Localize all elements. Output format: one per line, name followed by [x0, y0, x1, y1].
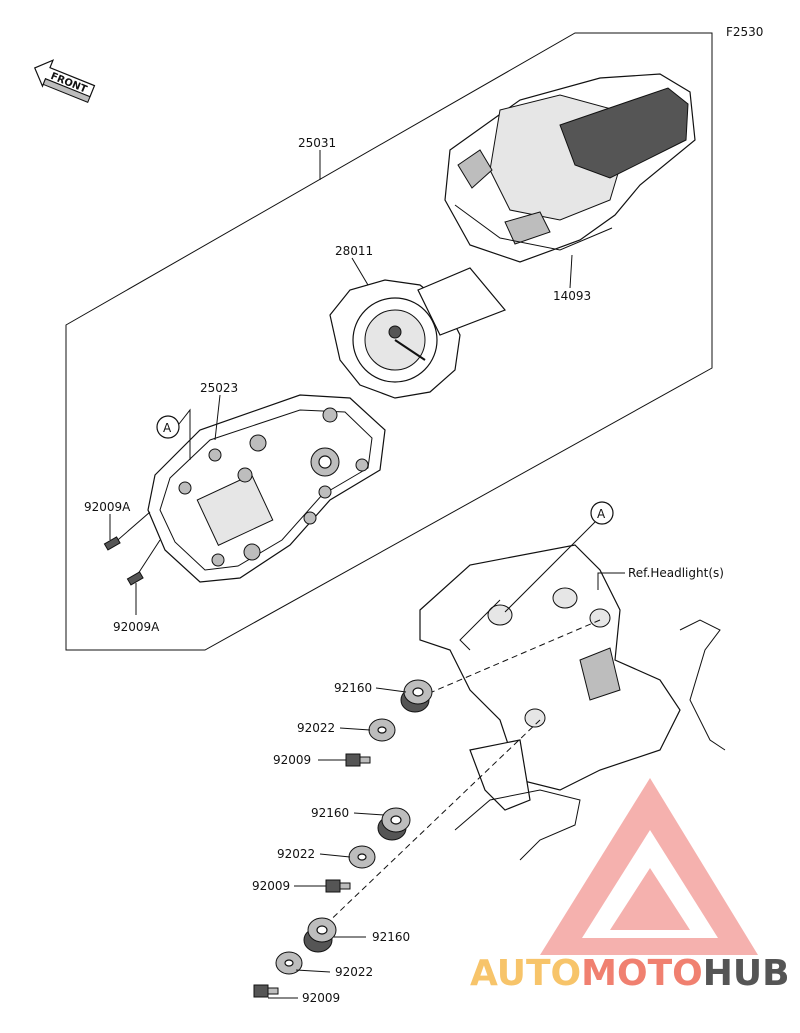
screw-92009-3: [253, 984, 279, 998]
part-label-92009a-1: 92009A: [84, 500, 131, 514]
meter-cover: [444, 73, 696, 263]
leader-callout-a2: [504, 521, 596, 613]
part-label-92022-1: 92022: [297, 721, 335, 735]
part-label-92160-2: 92160: [311, 806, 349, 820]
grommet-92160-1: [400, 679, 433, 713]
part-label-92009-2: 92009: [252, 879, 290, 893]
part-label-14093: 14093: [553, 289, 591, 303]
front-arrow-icon: FRONT: [33, 59, 96, 103]
dial-face: [329, 267, 506, 399]
ref-headlight-note: Ref.Headlight(s): [628, 566, 724, 580]
watermark-logo-icon: [540, 778, 758, 955]
part-label-92022-3: 92022: [335, 965, 373, 979]
callout-a-ring: [156, 415, 180, 439]
figure-code: F2530: [726, 25, 763, 39]
leader-lines: [109, 150, 573, 999]
part-label-92009-3: 92009: [302, 991, 340, 1005]
callout-a: A: [163, 421, 172, 435]
assembly-axis-upper: [417, 619, 601, 699]
screw-92009a-upper: [103, 511, 151, 551]
part-label-92009-1: 92009: [273, 753, 311, 767]
headlight-bracket: [419, 544, 726, 861]
screw-92009-1: [345, 753, 371, 767]
watermark-moto: MOTO: [581, 953, 703, 994]
part-label-92160-3: 92160: [372, 930, 410, 944]
part-label-25031: 25031: [298, 136, 336, 150]
part-label-92022-2: 92022: [277, 847, 315, 861]
meter-case: [147, 394, 386, 583]
washer-92022-2: [348, 845, 376, 869]
leader-ref-headlight: [597, 572, 625, 590]
watermark-text: AUTOMOTOHUB: [470, 953, 790, 994]
callout-a2: A: [597, 507, 606, 521]
grommet-92160-3: [303, 917, 337, 953]
watermark-hub: HUB: [703, 953, 790, 994]
leader-callout-a: [178, 408, 191, 460]
washer-92022-3: [275, 951, 303, 975]
watermark-auto: AUTO: [470, 953, 581, 994]
part-label-28011: 28011: [335, 244, 373, 258]
part-label-25023: 25023: [200, 381, 238, 395]
callout-a2-ring: [590, 501, 614, 525]
part-label-92009a-2: 92009A: [113, 620, 160, 634]
screw-92009a-lower: [126, 539, 161, 586]
washer-92022-1: [368, 718, 396, 742]
assembly-axis-lower: [319, 719, 541, 931]
grommet-92160-2: [377, 807, 411, 841]
part-label-92160-1: 92160: [334, 681, 372, 695]
assembly-outline: [65, 32, 713, 651]
screw-92009-2: [325, 879, 351, 893]
